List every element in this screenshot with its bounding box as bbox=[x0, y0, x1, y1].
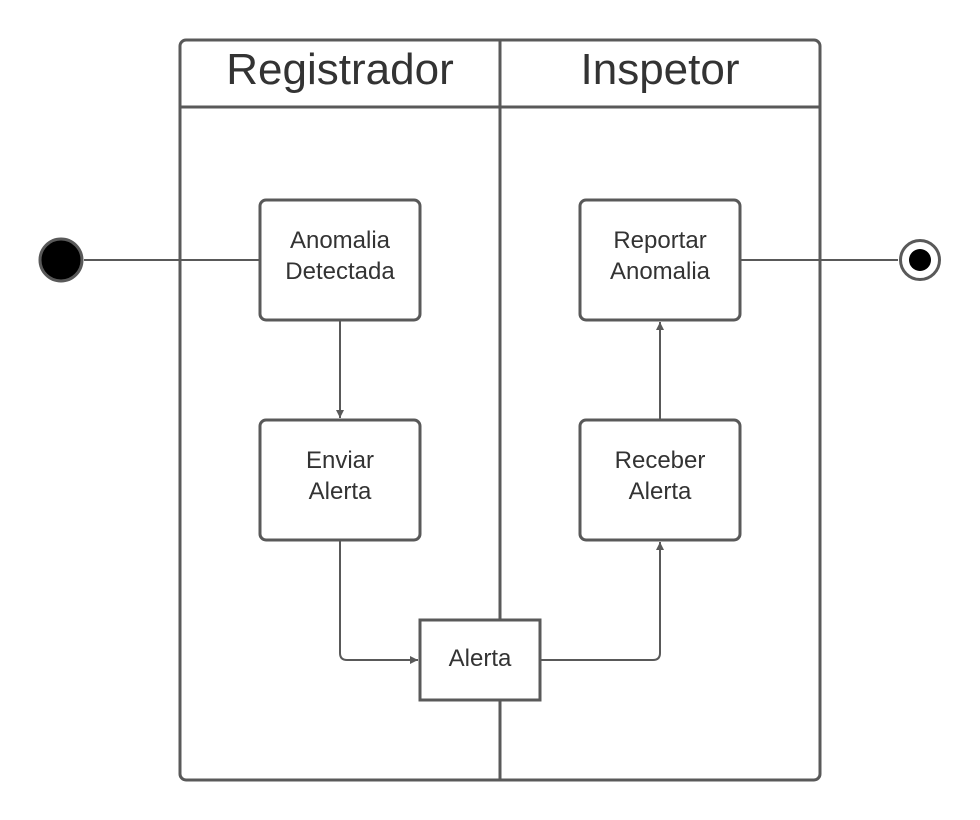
action-label-line-1: Reportar bbox=[613, 227, 706, 254]
lane-title-inspetor: Inspetor bbox=[581, 45, 740, 94]
control-flows bbox=[84, 259, 898, 664]
lane-title-registrador: Registrador bbox=[226, 45, 453, 94]
action-box bbox=[578, 198, 742, 322]
action-enviar-alerta: Enviar Alerta bbox=[258, 418, 422, 542]
final-node-core bbox=[909, 249, 931, 271]
flow-alerta-object-to-receber bbox=[540, 542, 664, 661]
action-label-line-1: Enviar bbox=[306, 447, 374, 474]
action-label-line-2: Alerta bbox=[309, 478, 372, 505]
object-node-box bbox=[418, 618, 542, 702]
action-box bbox=[258, 198, 422, 322]
final-node bbox=[899, 239, 941, 281]
action-reportar-anomalia: Reportar Anomalia bbox=[578, 198, 742, 322]
object-node-label: Alerta bbox=[449, 645, 512, 672]
action-label-line-2: Alerta bbox=[629, 478, 692, 505]
action-label-line-2: Anomalia bbox=[610, 258, 711, 285]
action-receber-alerta: Receber Alerta bbox=[578, 418, 742, 542]
flow-enviar-to-alerta-object bbox=[339, 540, 418, 664]
action-anomalia-detectada: Anomalia Detectada bbox=[258, 198, 422, 322]
action-box bbox=[578, 418, 742, 542]
object-node-alerta: Alerta bbox=[418, 618, 542, 702]
action-label-line-2: Detectada bbox=[285, 258, 395, 285]
action-box bbox=[258, 418, 422, 542]
action-label-line-1: Anomalia bbox=[290, 227, 391, 254]
action-label-line-1: Receber bbox=[615, 447, 706, 474]
initial-node bbox=[38, 237, 84, 283]
